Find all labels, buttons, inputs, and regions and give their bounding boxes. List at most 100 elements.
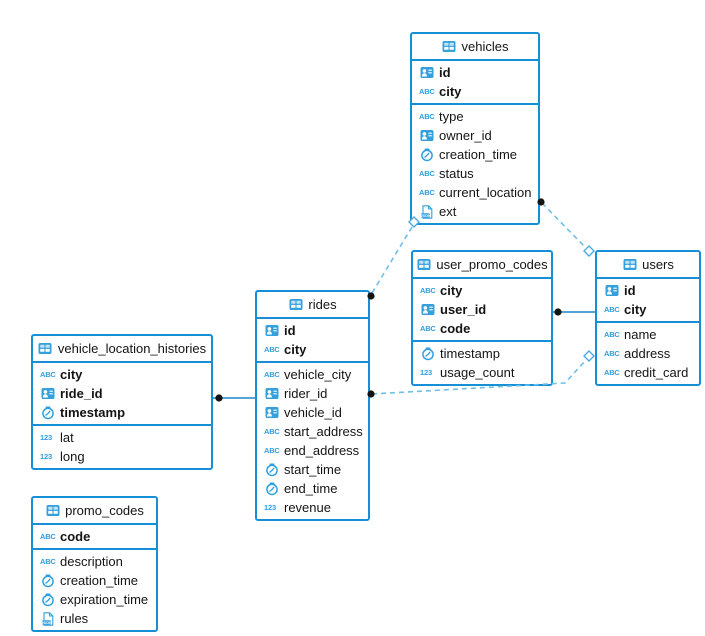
- text-type-icon: ABC: [40, 370, 56, 379]
- column-name: address: [624, 346, 671, 361]
- primary-key-section: ABC city ride_id timestamp: [33, 361, 211, 424]
- table-header-user-promo-codes[interactable]: user_promo_codes: [413, 252, 551, 277]
- relationship-endpoint-dot: [215, 394, 223, 402]
- text-type-icon: ABC: [604, 305, 620, 314]
- table-header-users[interactable]: users: [597, 252, 699, 277]
- columns-section: ABC description creation_time expiration…: [33, 548, 156, 630]
- column-name: id: [284, 323, 296, 338]
- column-name: end_time: [284, 481, 338, 496]
- table-promo-codes[interactable]: promo_codes ABC code ABC description cre…: [31, 496, 158, 632]
- column-name: revenue: [284, 500, 331, 515]
- timestamp-icon: [420, 347, 435, 361]
- column-row: rules: [33, 609, 156, 628]
- column-row: ABC name: [597, 325, 699, 344]
- column-name: city: [60, 367, 83, 382]
- table-header-rides[interactable]: rides: [257, 292, 368, 317]
- table-title: users: [642, 257, 674, 272]
- column-name: ride_id: [60, 386, 103, 401]
- primary-key-section: id ABC city: [412, 59, 538, 103]
- table-icon: [38, 342, 53, 356]
- column-row: ABC current_location: [412, 183, 538, 202]
- text-type-icon: ABC: [604, 368, 620, 377]
- columns-section: ABC vehicle_city rider_id vehicle_id ABC…: [257, 361, 368, 519]
- text-type-icon: ABC: [264, 370, 280, 379]
- json-type-icon: [40, 612, 55, 626]
- column-row: vehicle_id: [257, 403, 368, 422]
- number-type-icon: 123: [40, 433, 52, 442]
- column-name: description: [60, 554, 123, 569]
- column-row: ride_id: [33, 384, 211, 403]
- text-type-icon: ABC: [419, 169, 435, 178]
- relationship-vehicles-users[interactable]: [537, 198, 595, 257]
- timestamp-icon: [419, 148, 434, 162]
- column-row: ABC city: [597, 300, 699, 319]
- column-row: ABC start_address: [257, 422, 368, 441]
- text-type-icon: ABC: [419, 188, 435, 197]
- text-type-icon: ABC: [604, 330, 620, 339]
- column-name: code: [60, 529, 91, 544]
- table-rides[interactable]: rides id ABC city ABC vehicle_city rider…: [255, 290, 370, 521]
- column-name: usage_count: [440, 365, 515, 380]
- column-row: ABC end_address: [257, 441, 368, 460]
- table-title: vehicles: [461, 39, 509, 54]
- column-row: 123 revenue: [257, 498, 368, 517]
- columns-section: ABC name ABC address ABC credit_card: [597, 321, 699, 384]
- number-type-icon: 123: [420, 368, 432, 377]
- timestamp-icon: [264, 482, 279, 496]
- table-users[interactable]: users id ABC city ABC name ABC address A…: [595, 250, 701, 386]
- column-name: rider_id: [284, 386, 328, 401]
- table-header-vehicle-location-histories[interactable]: vehicle_location_histories: [33, 336, 211, 361]
- table-icon: [45, 504, 60, 518]
- column-row: ABC code: [413, 319, 551, 338]
- column-name: city: [439, 84, 462, 99]
- table-vehicle-location-histories[interactable]: vehicle_location_histories ABC city ride…: [31, 334, 213, 470]
- column-name: name: [624, 327, 657, 342]
- column-row: ABC city: [413, 281, 551, 300]
- primary-key-section: ABC city user_id ABC code: [413, 277, 551, 340]
- column-name: vehicle_city: [284, 367, 352, 382]
- uuid-icon: [264, 387, 279, 401]
- uuid-icon: [420, 303, 435, 317]
- column-row: ABC city: [412, 82, 538, 101]
- table-header-vehicles[interactable]: vehicles: [412, 34, 538, 59]
- json-type-icon: [419, 205, 434, 219]
- timestamp-icon: [264, 463, 279, 477]
- column-name: long: [60, 449, 85, 464]
- column-row: ABC city: [257, 340, 368, 359]
- column-name: credit_card: [624, 365, 689, 380]
- primary-key-section: ABC code: [33, 523, 156, 548]
- uuid-icon: [264, 324, 279, 338]
- table-icon: [416, 258, 431, 272]
- text-type-icon: ABC: [420, 286, 436, 295]
- column-name: start_time: [284, 462, 342, 477]
- text-type-icon: ABC: [604, 349, 620, 358]
- column-row: ABC address: [597, 344, 699, 363]
- column-row: owner_id: [412, 126, 538, 145]
- column-name: expiration_time: [60, 592, 149, 607]
- text-type-icon: ABC: [420, 324, 436, 333]
- column-name: code: [440, 321, 471, 336]
- text-type-icon: ABC: [419, 87, 435, 96]
- column-row: timestamp: [33, 403, 211, 422]
- column-row: 123 long: [33, 447, 211, 466]
- columns-section: timestamp 123 usage_count: [413, 340, 551, 384]
- column-name: timestamp: [440, 346, 500, 361]
- table-header-promo-codes[interactable]: promo_codes: [33, 498, 156, 523]
- column-name: lat: [60, 430, 74, 445]
- relationship-vlh-rides[interactable]: [213, 394, 255, 402]
- table-user-promo-codes[interactable]: user_promo_codes ABC city user_id ABC co…: [411, 250, 553, 386]
- uuid-icon: [264, 406, 279, 420]
- uuid-icon: [419, 66, 434, 80]
- column-row: creation_time: [412, 145, 538, 164]
- relationship-upc-users[interactable]: [553, 308, 595, 316]
- table-vehicles[interactable]: vehicles id ABC city ABC type owner_id: [410, 32, 540, 225]
- column-name: status: [439, 166, 474, 181]
- table-icon: [442, 40, 457, 54]
- timestamp-icon: [40, 574, 55, 588]
- columns-section: 123 lat 123 long: [33, 424, 211, 468]
- column-name: user_id: [440, 302, 487, 317]
- text-type-icon: ABC: [264, 446, 280, 455]
- table-icon: [622, 258, 637, 272]
- column-row: user_id: [413, 300, 551, 319]
